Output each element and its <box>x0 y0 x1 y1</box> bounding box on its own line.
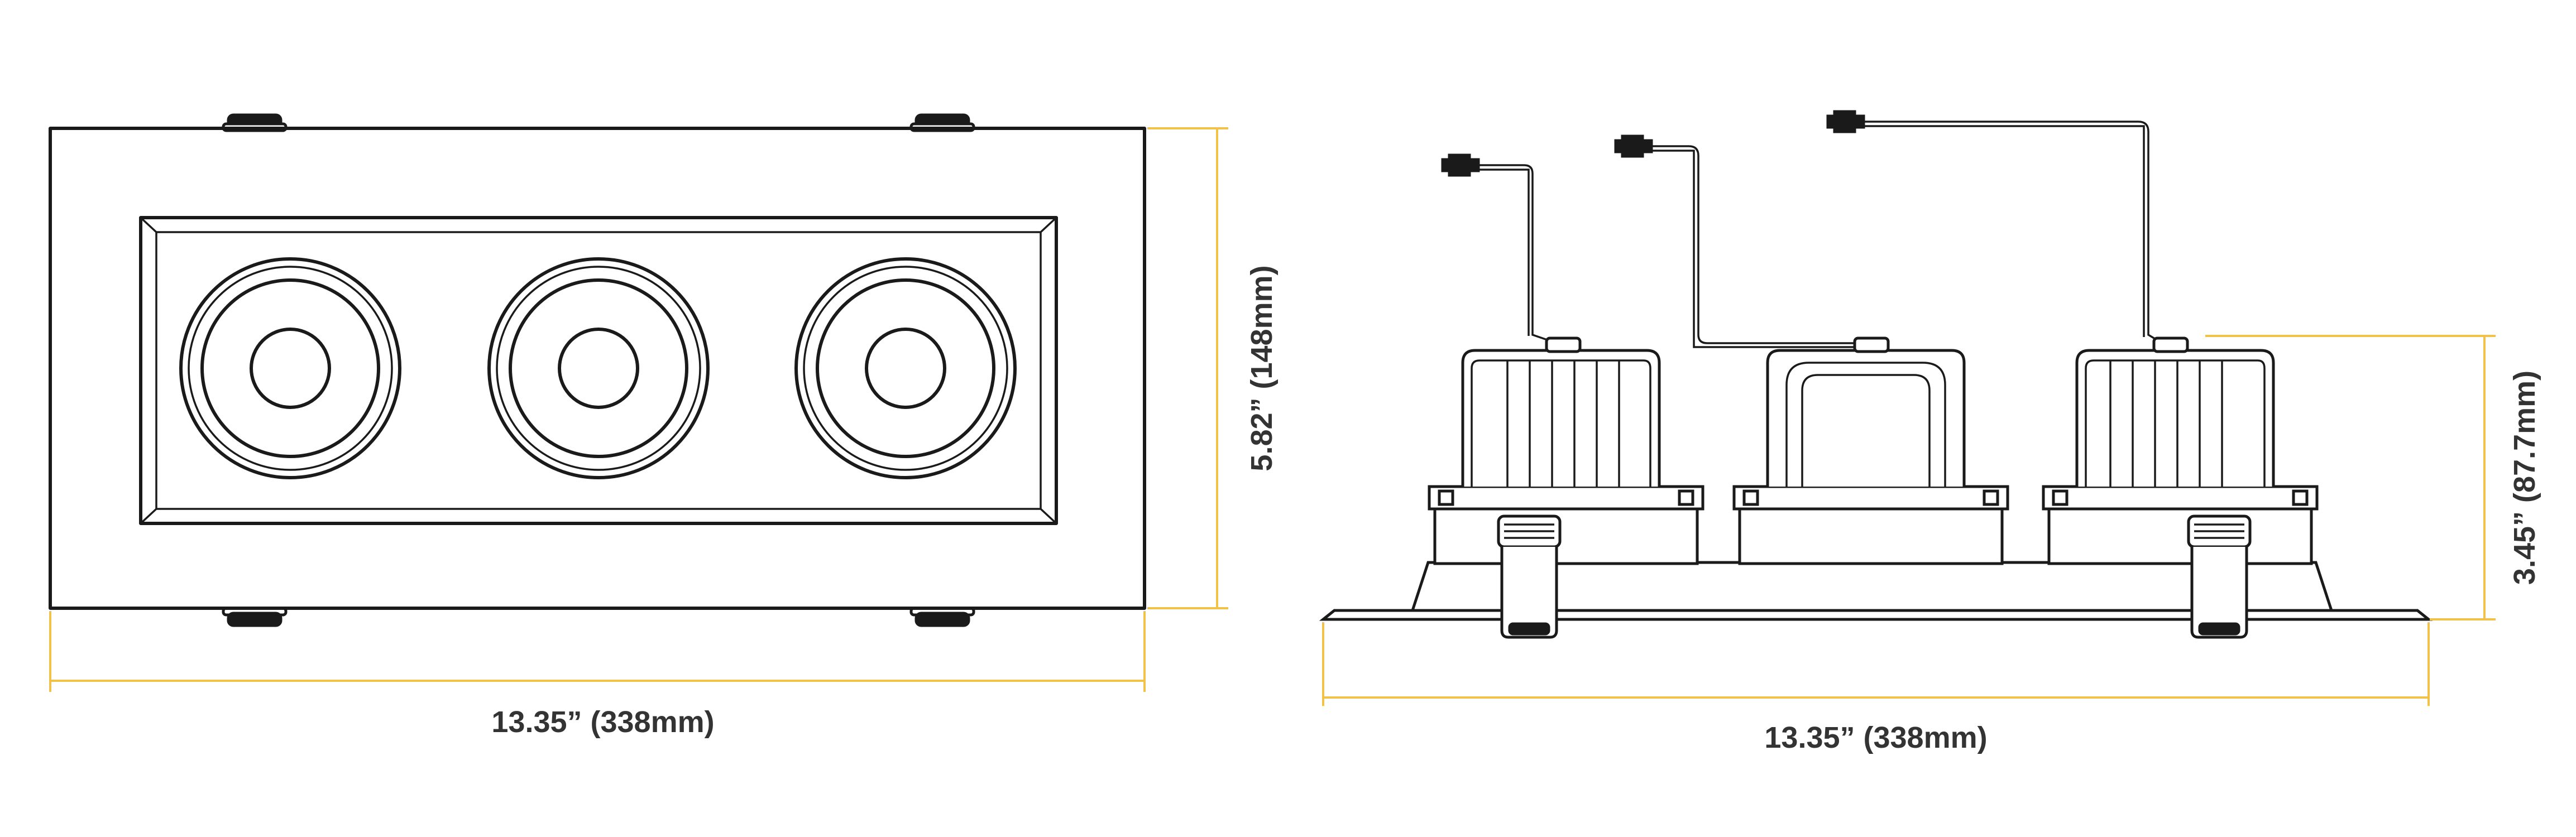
front-width-label: 13.35” (338mm) <box>491 705 714 739</box>
wire-lead-3 <box>1826 110 2160 343</box>
lamp-head-3 <box>794 257 1017 479</box>
side-height-dimension <box>2205 335 2496 620</box>
trim-frame <box>49 127 1146 610</box>
wire-lead-1 <box>1448 153 1553 343</box>
connector-icon <box>1441 158 1450 172</box>
wire-lead-2 <box>1614 134 1876 354</box>
side-width-dimension <box>1322 622 2430 706</box>
trim-body <box>1410 561 2334 612</box>
module-2 <box>1732 336 2009 565</box>
module-1 <box>1428 336 1704 565</box>
lamp-head-2 <box>487 257 710 479</box>
spring-clip-left <box>1497 514 1562 639</box>
module-3 <box>2042 336 2319 565</box>
side-width-label: 13.35” (338mm) <box>1764 721 1987 754</box>
spring-clip-right <box>2187 514 2252 639</box>
front-height-label: 5.82” (148mm) <box>1245 265 1279 471</box>
front-width-dimension <box>49 611 1146 692</box>
mounting-clip-bottom-right <box>909 607 975 627</box>
front-height-dimension <box>1147 127 1228 609</box>
inner-bezel <box>139 216 1058 525</box>
mounting-clip-bottom-left <box>222 607 288 627</box>
side-view: 13.35” (338mm) 3.45” (87.7mm) <box>1319 110 2541 754</box>
lamp-head-1 <box>179 257 401 479</box>
side-height-label: 3.45” (87.7mm) <box>2508 371 2541 585</box>
front-view: 13.35” (338mm) 5.82” (148mm) <box>49 113 1279 739</box>
base-flange <box>1319 609 2433 621</box>
